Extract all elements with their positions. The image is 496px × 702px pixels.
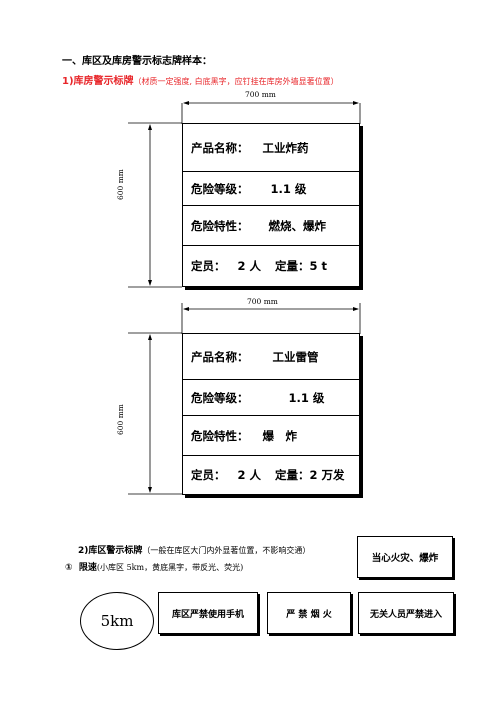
section2-title: 2)库区警示标牌	[78, 546, 143, 556]
sign2-qty-label: 定量：	[275, 468, 310, 482]
sign2-row-property: 危险特性： 爆 炸	[183, 416, 359, 456]
sign1-product-label: 产品名称：	[191, 140, 249, 155]
sign1-property-label: 危险特性：	[191, 218, 249, 233]
sign2-product-value: 工业雷管	[272, 349, 319, 364]
sign-no-entry: 无关人员严禁进入	[358, 592, 454, 634]
sign2-staff-label: 定员：	[191, 468, 226, 482]
sign2-product-label: 产品名称：	[191, 349, 249, 364]
sign1-staff-value: 2 人	[237, 259, 262, 273]
sign2-height-label: 600 mm	[116, 404, 125, 435]
item-number: ①	[65, 563, 73, 573]
sign2-qty-value: 2 万发	[309, 468, 345, 482]
sign1-qty-value: 5 t	[309, 259, 328, 273]
speed-limit-sign: 5km	[80, 592, 154, 650]
section2-note: （一般在库区大门内外显著位置，不影响交通）	[142, 546, 311, 555]
speed-limit-note: (小库区 5km，黄底黑字，带反光、荧光)	[96, 563, 244, 572]
sign2-row-staff: 定员： 2 人 定量： 2 万发	[183, 456, 359, 494]
page-heading: 一、库区及库房警示标志牌样本：	[62, 56, 212, 67]
sign1-row-staff: 定员： 2 人 定量： 5 t	[183, 246, 359, 286]
sign2-property-label: 危险特性：	[191, 428, 249, 443]
sign-no-phone: 库区严禁使用手机	[158, 592, 258, 634]
sign2-level-value: 1.1 级	[288, 390, 325, 405]
sign2-row-product: 产品名称： 工业雷管	[183, 334, 359, 380]
sign1-qty-label: 定量：	[275, 259, 310, 273]
sign1-product-value: 工业炸药	[262, 140, 309, 155]
section1-heading: 1)库房警示标牌（材质一定强度, 白底黑字，应钉挂在库房外墙显著位置）	[62, 72, 339, 87]
sign2-level-label: 危险等级：	[191, 390, 249, 405]
sign1-level-label: 危险等级：	[191, 181, 249, 196]
section1-note: （材质一定强度, 白底黑字，应钉挂在库房外墙显著位置）	[133, 77, 339, 86]
sign2-staff-value: 2 人	[237, 468, 262, 482]
sign-detonator: 产品名称： 工业雷管 危险等级： 1.1 级 危险特性： 爆 炸 定员： 2 人…	[182, 333, 360, 495]
sign2-row-level: 危险等级： 1.1 级	[183, 380, 359, 416]
sign1-row-property: 危险特性： 燃烧、爆炸	[183, 206, 359, 246]
sign1-property-value: 燃烧、爆炸	[268, 218, 327, 233]
sign1-level-value: 1.1 级	[270, 181, 307, 196]
speed-limit-heading: ① 限速(小库区 5km，黄底黑字，带反光、荧光)	[65, 560, 243, 573]
sign1-width-label: 700 mm	[245, 90, 276, 99]
speed-limit-title: 限速	[78, 563, 97, 573]
section1-title: 1)库房警示标牌	[62, 76, 134, 87]
sign1-row-level: 危险等级： 1.1 级	[183, 172, 359, 206]
sign-fire-warning: 当心火灾、爆炸	[357, 536, 453, 578]
sign1-row-product: 产品名称： 工业炸药	[183, 124, 359, 172]
section2-heading: 2)库区警示标牌（一般在库区大门内外显著位置，不影响交通）	[78, 543, 310, 556]
sign1-staff-label: 定员：	[191, 259, 226, 273]
sign1-height-label: 600 mm	[116, 169, 125, 200]
sign-no-smoking: 严 禁 烟 火	[267, 592, 351, 634]
sign2-property-value: 爆 炸	[262, 428, 298, 443]
sign-explosive: 产品名称： 工业炸药 危险等级： 1.1 级 危险特性： 燃烧、爆炸 定员： 2…	[182, 123, 360, 287]
sign2-width-label: 700 mm	[247, 297, 278, 306]
